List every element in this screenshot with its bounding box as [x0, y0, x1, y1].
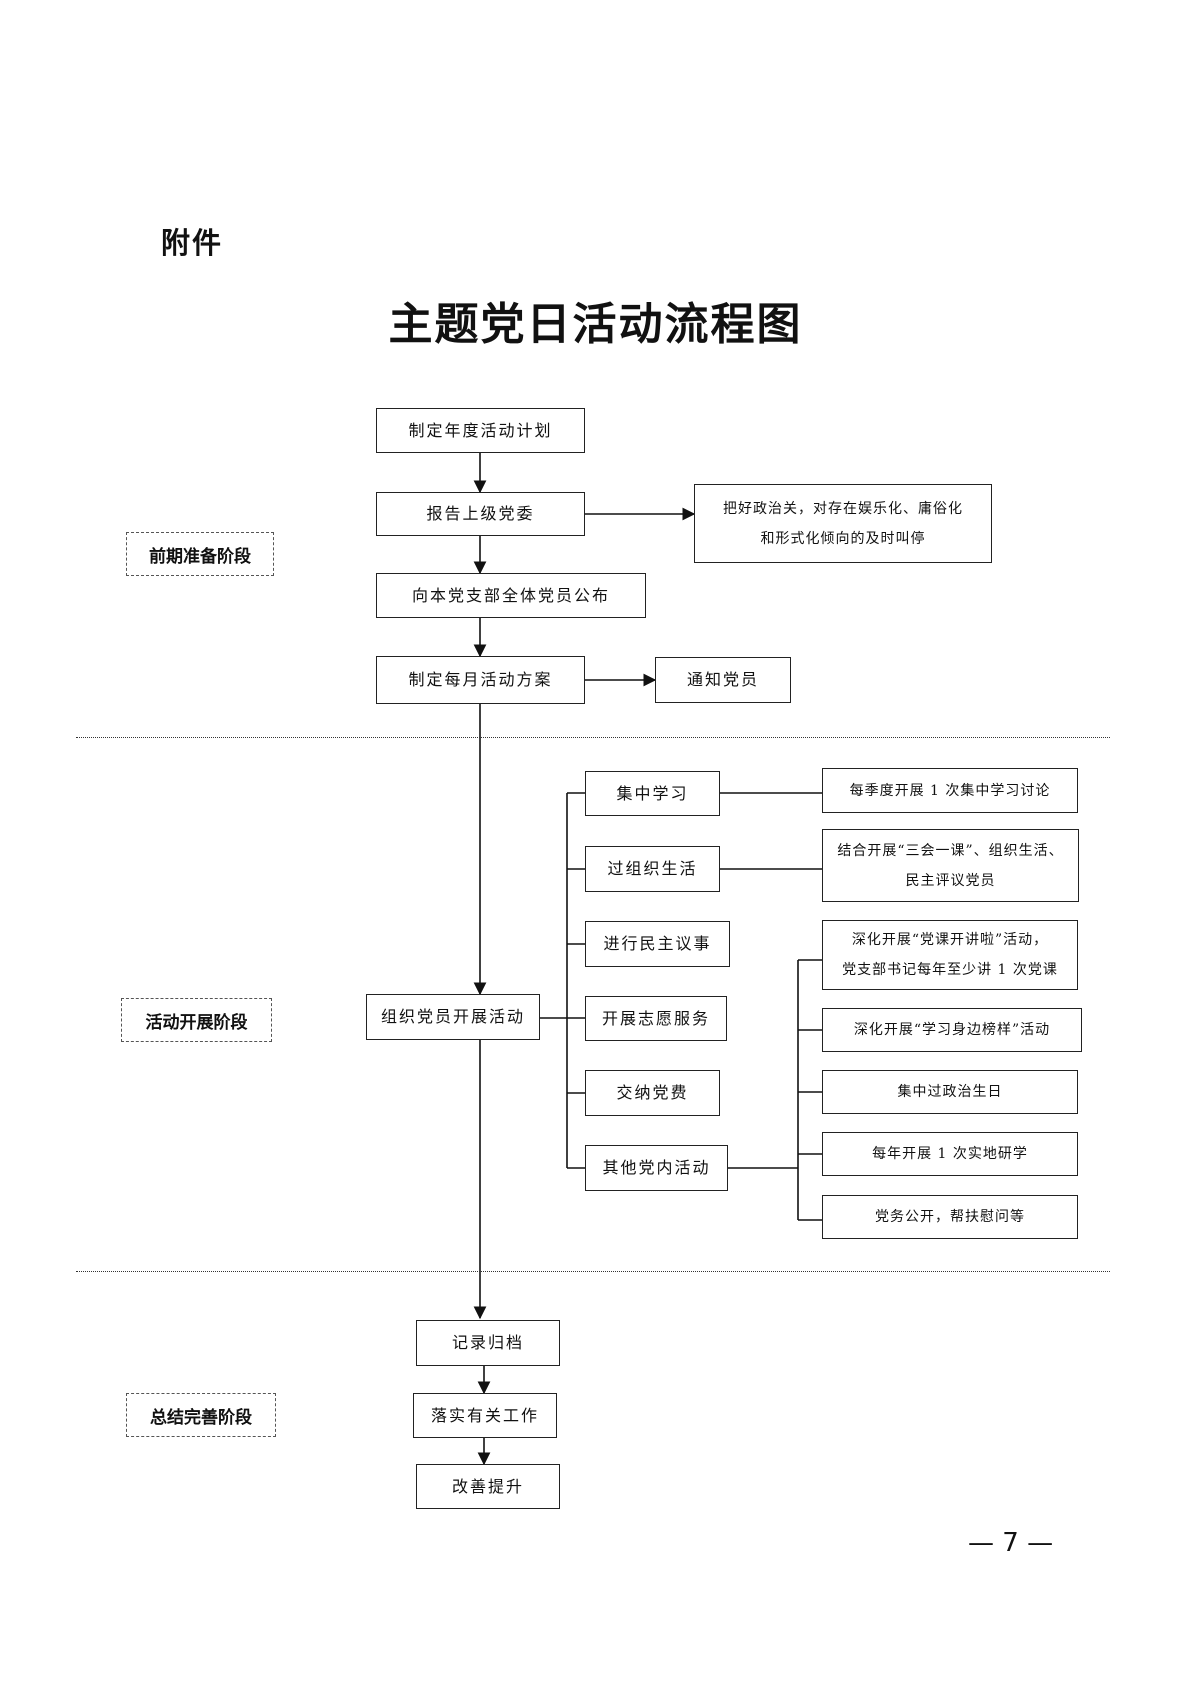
node-notify-members: 通知党员 [655, 657, 791, 703]
node-item-study: 集中学习 [585, 771, 720, 816]
review-note-line-2: 和形式化倾向的及时叫停 [760, 530, 926, 547]
page-title: 主题党日活动流程图 [388, 299, 803, 350]
node-detail-affairs: 党务公开，帮扶慰问等 [822, 1195, 1078, 1239]
detail-lecture-line-1: 深化开展“党课开讲啦”活动， [851, 932, 1049, 948]
detail-org-life-line-1: 结合开展“三会一课”、组织生活、 [837, 842, 1064, 859]
node-item-democracy: 进行民主议事 [585, 921, 730, 967]
node-archive: 记录归档 [416, 1320, 560, 1366]
page-number: — 7 — [968, 1528, 1054, 1558]
node-report-committee: 报告上级党委 [376, 492, 585, 536]
node-improve: 改善提升 [416, 1464, 560, 1509]
node-detail-model: 深化开展“学习身边榜样”活动 [822, 1008, 1082, 1052]
node-detail-org-life: 结合开展“三会一课”、组织生活、 民主评议党员 [822, 829, 1079, 902]
node-announce: 向本党支部全体党员公布 [376, 573, 646, 618]
node-review-note: 把好政治关，对存在娱乐化、庸俗化 和形式化倾向的及时叫停 [694, 484, 992, 563]
stage-label-prep: 前期准备阶段 [126, 532, 274, 576]
stage-divider-1 [76, 737, 1110, 738]
stage-divider-2 [76, 1271, 1110, 1272]
node-item-org-life: 过组织生活 [585, 846, 720, 892]
node-detail-study: 每季度开展 1 次集中学习讨论 [822, 768, 1078, 813]
node-implement: 落实有关工作 [413, 1393, 557, 1438]
node-detail-field-study: 每年开展 1 次实地研学 [822, 1132, 1078, 1176]
detail-org-life-line-2: 民主评议党员 [905, 872, 996, 889]
node-item-volunteer: 开展志愿服务 [585, 996, 727, 1041]
node-detail-lecture: 深化开展“党课开讲啦”活动， 党支部书记每年至少讲 1 次党课 [822, 920, 1078, 990]
node-item-other: 其他党内活动 [585, 1145, 728, 1191]
attachment-label: 附件 [161, 226, 224, 260]
stage-label-summary: 总结完善阶段 [126, 1393, 276, 1437]
node-organize-activity: 组织党员开展活动 [366, 994, 540, 1040]
review-note-line-1: 把好政治关，对存在娱乐化、庸俗化 [723, 500, 963, 517]
node-item-dues: 交纳党费 [585, 1070, 720, 1116]
stage-label-activity: 活动开展阶段 [121, 998, 272, 1042]
node-detail-birthday: 集中过政治生日 [822, 1070, 1078, 1114]
node-monthly-plan: 制定每月活动方案 [376, 656, 585, 704]
detail-lecture-line-2: 党支部书记每年至少讲 1 次党课 [842, 962, 1058, 978]
node-annual-plan: 制定年度活动计划 [376, 408, 585, 453]
